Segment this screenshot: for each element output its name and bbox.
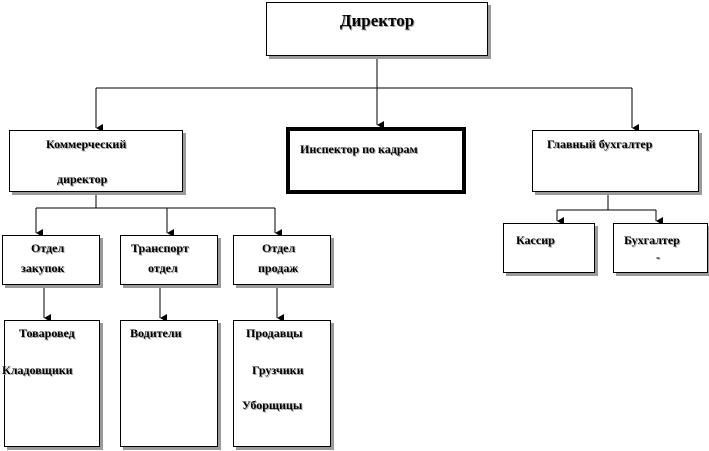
accountant-box: Бухгалтер -: [613, 223, 708, 273]
commercial-director-label-line2: директор: [57, 172, 108, 186]
transport-staff-drivers: Водители: [130, 326, 182, 340]
sales-dept-label-line2: продаж: [258, 261, 299, 275]
transport-dept-label-line2: отдел: [148, 261, 178, 275]
director-label: Директор: [339, 11, 415, 30]
sales-dept-label-line1: Отдел: [262, 241, 296, 255]
accountant-label-line1: Бухгалтер: [624, 233, 680, 247]
director-box: Директор: [266, 2, 488, 56]
commercial-director-box: Коммерческий директор: [9, 130, 183, 192]
chief-accountant-label: Главный бухгалтер: [547, 137, 653, 151]
purchasing-staff-box: Товаровед Кладовщики: [2, 320, 100, 447]
purchasing-dept-label-line1: Отдел: [31, 241, 65, 255]
purchasing-dept-box: Отдел закупок: [2, 235, 100, 285]
commercial-director-label-line1: Коммерческий: [46, 137, 127, 151]
transport-dept-box: Транспорт отдел: [120, 235, 218, 285]
transport-staff-box: Водители: [120, 320, 218, 447]
purchasing-dept-label-line2: закупок: [21, 261, 65, 275]
sales-staff-cleaners: Уборщицы: [242, 398, 303, 412]
purchasing-staff-merchandiser: Товаровед: [19, 326, 75, 340]
chief-accountant-box: Главный бухгалтер: [532, 130, 699, 192]
sales-staff-loaders: Грузчики: [252, 363, 304, 377]
hr-inspector-box: Инспектор по кадрам: [286, 127, 466, 194]
sales-staff-sellers: Продавцы: [246, 326, 303, 340]
cashier-box: Кассир: [503, 223, 595, 273]
hr-inspector-label: Инспектор по кадрам: [300, 142, 418, 156]
sales-dept-box: Отдел продаж: [233, 235, 331, 285]
accountant-label-line2: -: [656, 250, 660, 264]
purchasing-staff-storekeepers: Кладовщики: [2, 363, 73, 377]
transport-dept-label-line1: Транспорт: [131, 241, 189, 255]
sales-staff-box: Продавцы Грузчики Уборщицы: [233, 320, 331, 447]
cashier-label: Кассир: [516, 233, 555, 247]
